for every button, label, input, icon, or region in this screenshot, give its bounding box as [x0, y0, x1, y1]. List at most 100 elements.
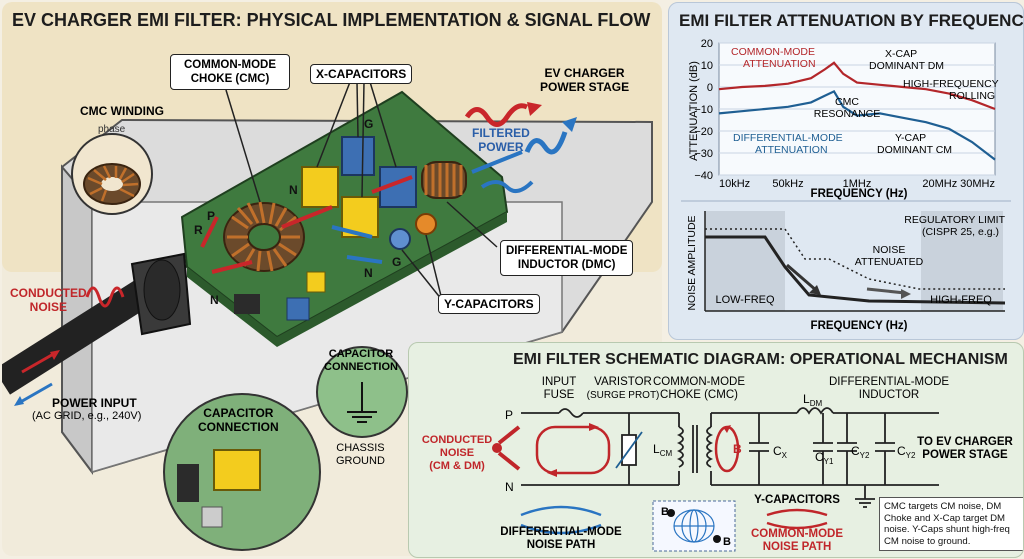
conducted-line-1: CONDUCTED [10, 286, 87, 300]
zoom-line-1: CAPACITOR [203, 406, 274, 420]
flux-inset [652, 500, 736, 552]
to-ev-2: POWER STAGE [922, 449, 1008, 461]
cy2b-label: CY2 [897, 444, 916, 460]
y-tick-label: 10 [701, 60, 713, 72]
zoom-capacitor [213, 449, 261, 491]
ldm-label: LDM [803, 392, 822, 408]
filtered-line-2: POWER [478, 140, 524, 154]
y-caps-schem: Y-CAPACITORS [754, 494, 840, 506]
input-fuse-1: INPUT [542, 376, 577, 388]
chart-panel-title: EMI FILTER ATTENUATION BY FREQUENCY [679, 11, 1024, 30]
lower-x-label: FREQUENCY (Hz) [811, 320, 908, 332]
low-freq-band [705, 211, 785, 311]
pcb-letter-n-top: N [289, 183, 298, 197]
filtered-flow-arrows [331, 150, 534, 264]
cm-path-arrow-bottom [766, 521, 828, 530]
chassis-line-1: CHASSIS [336, 442, 385, 454]
varistor-1: VARISTOR [594, 376, 652, 388]
y-capacitor-1 [389, 228, 411, 250]
flux-b-2: B [723, 536, 731, 548]
cy1-label: CY1 [815, 450, 834, 466]
cmc-callout: COMMON-MODE CHOKE (CMC) [170, 54, 290, 90]
ann-res-2: RESONANCE [814, 108, 881, 120]
fuse-symbol [558, 408, 584, 418]
terminal-block [234, 294, 260, 314]
dmc-callout-line-2: INDUCTOR (DMC) [517, 259, 616, 271]
power-input-label: POWER INPUT [52, 396, 137, 410]
schematic-diagram: P N INPUT FUSE VARISTOR (SURGE PROT) COM… [422, 376, 1014, 553]
noise-amplitude-line [705, 235, 1006, 305]
x-tick-label: 50kHz [772, 178, 803, 190]
cmc-callout-line-1: COMMON-MODE [184, 59, 276, 71]
input-arrow-top [497, 425, 521, 445]
cmc-coil-left [676, 426, 684, 468]
attenuation-arrow-2 [866, 287, 906, 295]
zoom-screw [201, 506, 223, 528]
dmc-callout-line-1: DIFFERENTIAL-MODE [506, 245, 628, 257]
x-capacitor-1 [301, 166, 339, 208]
regulatory-limit-line [705, 228, 1005, 290]
schematic-title: EMI FILTER SCHEMATIC DIAGRAM: OPERATIONA… [513, 351, 1008, 368]
noise-wave-out [464, 103, 529, 127]
noise-flow-arrows [200, 175, 413, 274]
filtered-power-label: FILTERED POWER [472, 126, 530, 154]
zoom-label: CAPACITOR CONNECTION [198, 406, 279, 434]
conducted-schem-2: NOISE [440, 447, 474, 459]
small-capacitor-2 [306, 271, 326, 293]
cy2a-label: CY2 [851, 444, 870, 460]
input-arrow-blue [16, 382, 53, 406]
input-arrow-bottom [497, 451, 521, 471]
pcb-letter-g-mid: G [392, 255, 401, 269]
x-tick-label: 1MHz [843, 178, 872, 190]
zoom-component [177, 464, 199, 502]
ann-cm-2: ATTENUATION [743, 58, 816, 70]
cap-conn-line-2: CONNECTION [324, 361, 398, 373]
y-tick-label: 0 [707, 82, 713, 94]
conducted-schem-3: (CM & DM) [429, 460, 485, 472]
cap-conn-line-1: CAPACITOR [328, 348, 394, 360]
lower-y-label: NOISE AMPLITUDE [686, 215, 698, 310]
ann-dm-2: ATTENUATION [755, 144, 828, 156]
high-freq-band [921, 211, 1003, 311]
y-tick-label: −30 [694, 148, 713, 160]
pcb-letter-g-top: G [364, 117, 373, 131]
low-freq-label: LOW-FREQ [715, 294, 775, 306]
x-tick-label: 10kHz [719, 178, 750, 190]
schematic-wires [521, 407, 939, 508]
varistor-2: (SURGE PROT) [587, 390, 660, 401]
leader-lines [225, 81, 498, 301]
input-arrow-red [21, 350, 58, 374]
cmc-coil-right [706, 426, 714, 468]
dmc-inductor [421, 161, 467, 199]
dmi-1: DIFFERENTIAL-MODE [829, 376, 949, 388]
chassis-ground-label: CHASSIS GROUND [336, 442, 385, 468]
physical-implementation-panel: EV CHARGER EMI FILTER: PHYSICAL IMPLEMEN… [2, 2, 662, 556]
zoom-line-2: CONNECTION [198, 420, 279, 434]
y-capacitors-callout: Y-CAPACITORS [438, 294, 540, 314]
filtered-line-1: FILTERED [472, 126, 530, 140]
cmc-callout-line-2: CHOKE (CMC) [190, 73, 270, 85]
b-label: B [733, 442, 742, 456]
y-tick-label: 20 [701, 38, 713, 50]
ann-dm-1: DIFFERENTIAL-MODE [733, 132, 843, 144]
pcb-edge [187, 267, 277, 347]
cmc-schem-1: COMMON-MODE [653, 376, 745, 388]
physical-panel-title: EV CHARGER EMI FILTER: PHYSICAL IMPLEMEN… [12, 10, 651, 30]
dmc-callout: DIFFERENTIAL-MODE INDUCTOR (DMC) [500, 240, 634, 276]
x-capacitors-callout: X-CAPACITORS [310, 64, 413, 84]
ann-res-1: CMC [835, 96, 859, 108]
flux-lines [673, 509, 715, 543]
common-mode-series-line [718, 61, 996, 111]
pcb-letter-p: P [207, 209, 215, 223]
ev-stage-line-2: POWER STAGE [540, 80, 630, 94]
differential-mode-series-line [718, 89, 996, 161]
lcm-label: LCM [653, 442, 672, 458]
y-tick-label: −40 [694, 170, 713, 182]
y-tick-label: −10 [694, 104, 713, 116]
power-input-sub: (AC GRID, e.g., 240V) [32, 410, 142, 422]
filtered-wave [524, 131, 568, 155]
pcb-letter-r: R [194, 223, 203, 237]
